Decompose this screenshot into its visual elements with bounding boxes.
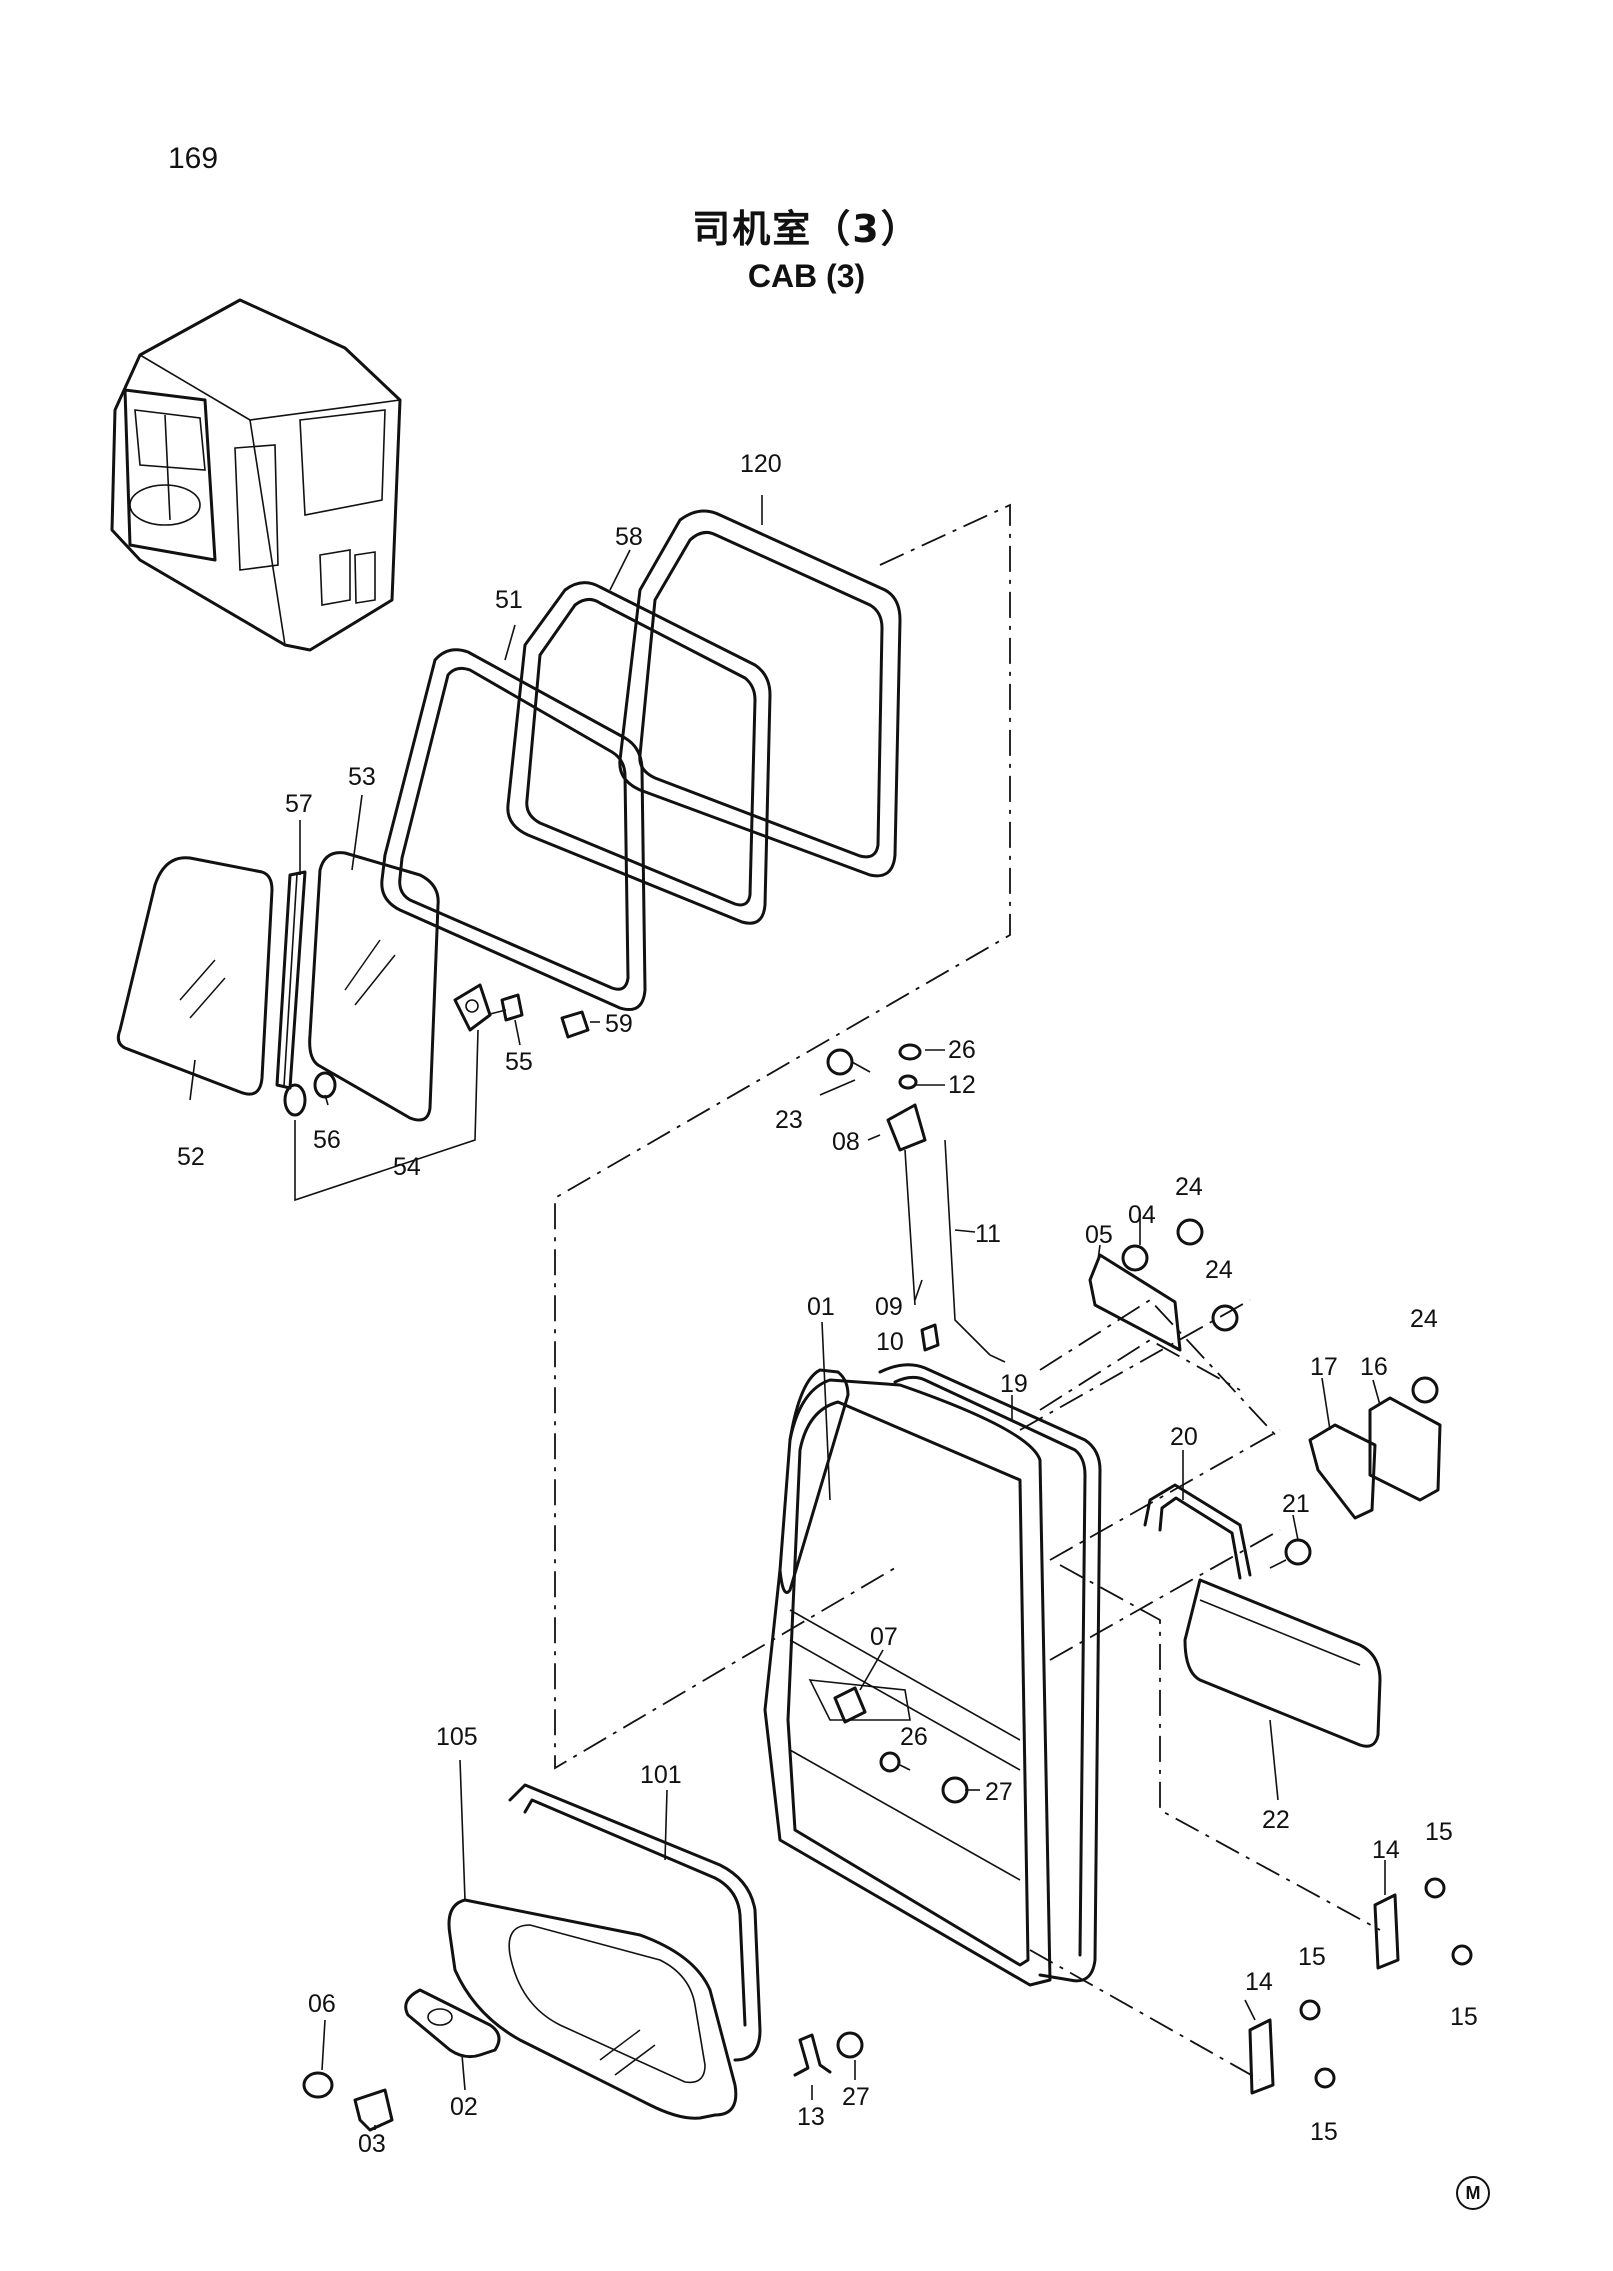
callout-27-lower: 27 xyxy=(842,2083,870,2111)
cap-06 xyxy=(302,2071,334,2099)
callout-12: 12 xyxy=(948,1071,976,1099)
window-seal-120 xyxy=(618,509,902,878)
part-callouts: 120 58 51 53 57 52 56 54 55 59 26 12 23 … xyxy=(177,450,1478,2158)
nut-26 xyxy=(879,1751,901,1773)
callout-08: 08 xyxy=(832,1128,860,1156)
door-opener-02 xyxy=(404,1988,501,2059)
glass-panel-52 xyxy=(116,856,274,1096)
diagram-title-chinese: 司机室（3） xyxy=(692,207,921,251)
callout-53: 53 xyxy=(348,763,376,791)
callout-02: 02 xyxy=(450,2093,478,2121)
glass-panel-53 xyxy=(308,851,440,1122)
callout-24-a: 24 xyxy=(1175,1173,1203,1201)
latch-bracket xyxy=(453,983,492,1032)
callout-52: 52 xyxy=(177,1143,205,1171)
corner-mark-badge: M xyxy=(1456,2176,1490,2210)
callout-105: 105 xyxy=(436,1723,478,1751)
callout-17: 17 xyxy=(1310,1353,1338,1381)
callout-15-c: 15 xyxy=(1298,1943,1326,1971)
callout-26-lower: 26 xyxy=(900,1723,928,1751)
callout-leader-lines xyxy=(189,495,1386,2130)
callout-59: 59 xyxy=(605,1010,633,1038)
callout-55: 55 xyxy=(505,1048,533,1076)
window-seal-51 xyxy=(380,648,647,1011)
callout-51: 51 xyxy=(495,586,523,614)
inner-latch-07 xyxy=(833,1686,867,1724)
callout-07: 07 xyxy=(870,1623,898,1651)
callout-21: 21 xyxy=(1282,1490,1310,1518)
callout-14-upper: 14 xyxy=(1372,1836,1400,1864)
inner-trim-panel-22 xyxy=(1183,1578,1382,1748)
callout-05: 05 xyxy=(1085,1221,1113,1249)
callout-13: 13 xyxy=(797,2103,825,2131)
callout-54: 54 xyxy=(393,1153,421,1181)
callout-14-lower: 14 xyxy=(1245,1968,1273,1996)
callout-01: 01 xyxy=(807,1293,835,1321)
callout-19: 19 xyxy=(1000,1370,1028,1398)
grab-handle-20 xyxy=(1143,1483,1252,1580)
hinge-14-lower xyxy=(1248,1999,1336,2095)
handle-lever-03 xyxy=(353,2088,394,2132)
assembly-guide-lines xyxy=(554,503,1381,2081)
callout-15-a: 15 xyxy=(1425,1818,1453,1846)
callout-26-upper: 26 xyxy=(948,1036,976,1064)
bolt-55 xyxy=(489,993,524,1022)
door-frame-01 xyxy=(763,1368,1052,1987)
callout-04: 04 xyxy=(1128,1201,1156,1229)
callout-15-d: 15 xyxy=(1310,2118,1338,2146)
cover-plate-17 xyxy=(1308,1423,1377,1520)
rod-13 xyxy=(793,2033,832,2077)
diagram-title-english: CAB (3) xyxy=(747,258,866,294)
callout-10: 10 xyxy=(876,1328,904,1356)
callout-15-b: 15 xyxy=(1450,2003,1478,2031)
callout-58: 58 xyxy=(615,523,643,551)
hinge-14-upper xyxy=(1373,1877,1473,1970)
lower-window-frame-105 xyxy=(447,1898,738,2120)
callout-23: 23 xyxy=(775,1106,803,1134)
callout-11: 11 xyxy=(975,1220,1001,1248)
callout-22: 22 xyxy=(1262,1806,1290,1834)
stopper-56 xyxy=(283,1071,337,1117)
callout-27-upper: 27 xyxy=(985,1778,1013,1806)
callout-56: 56 xyxy=(313,1126,341,1154)
callout-03: 03 xyxy=(358,2130,386,2158)
callout-06: 06 xyxy=(308,1990,336,2018)
page-number: 169 xyxy=(168,142,219,175)
callout-101: 101 xyxy=(640,1761,682,1789)
callout-20: 20 xyxy=(1170,1423,1198,1451)
callout-16: 16 xyxy=(1360,1353,1388,1381)
callout-120: 120 xyxy=(740,450,782,478)
window-seal-58 xyxy=(506,581,772,925)
callout-57: 57 xyxy=(285,790,313,818)
nut-27 xyxy=(941,1776,969,1804)
callout-09: 09 xyxy=(875,1293,903,1321)
cover-plate-16 xyxy=(1368,1376,1442,1502)
callout-24-b: 24 xyxy=(1205,1256,1233,1284)
nut-27-lower xyxy=(836,2031,864,2059)
bolt-21 xyxy=(1269,1538,1312,1569)
channel-strip-57 xyxy=(275,870,307,1090)
lower-window-seal-101 xyxy=(508,1783,762,2062)
upper-latch-assembly xyxy=(826,1043,1006,1363)
cab-overview-illustration xyxy=(110,298,402,652)
door-seal-19 xyxy=(878,1363,1102,1983)
block-59 xyxy=(560,1010,590,1039)
callout-24-c: 24 xyxy=(1410,1305,1438,1333)
